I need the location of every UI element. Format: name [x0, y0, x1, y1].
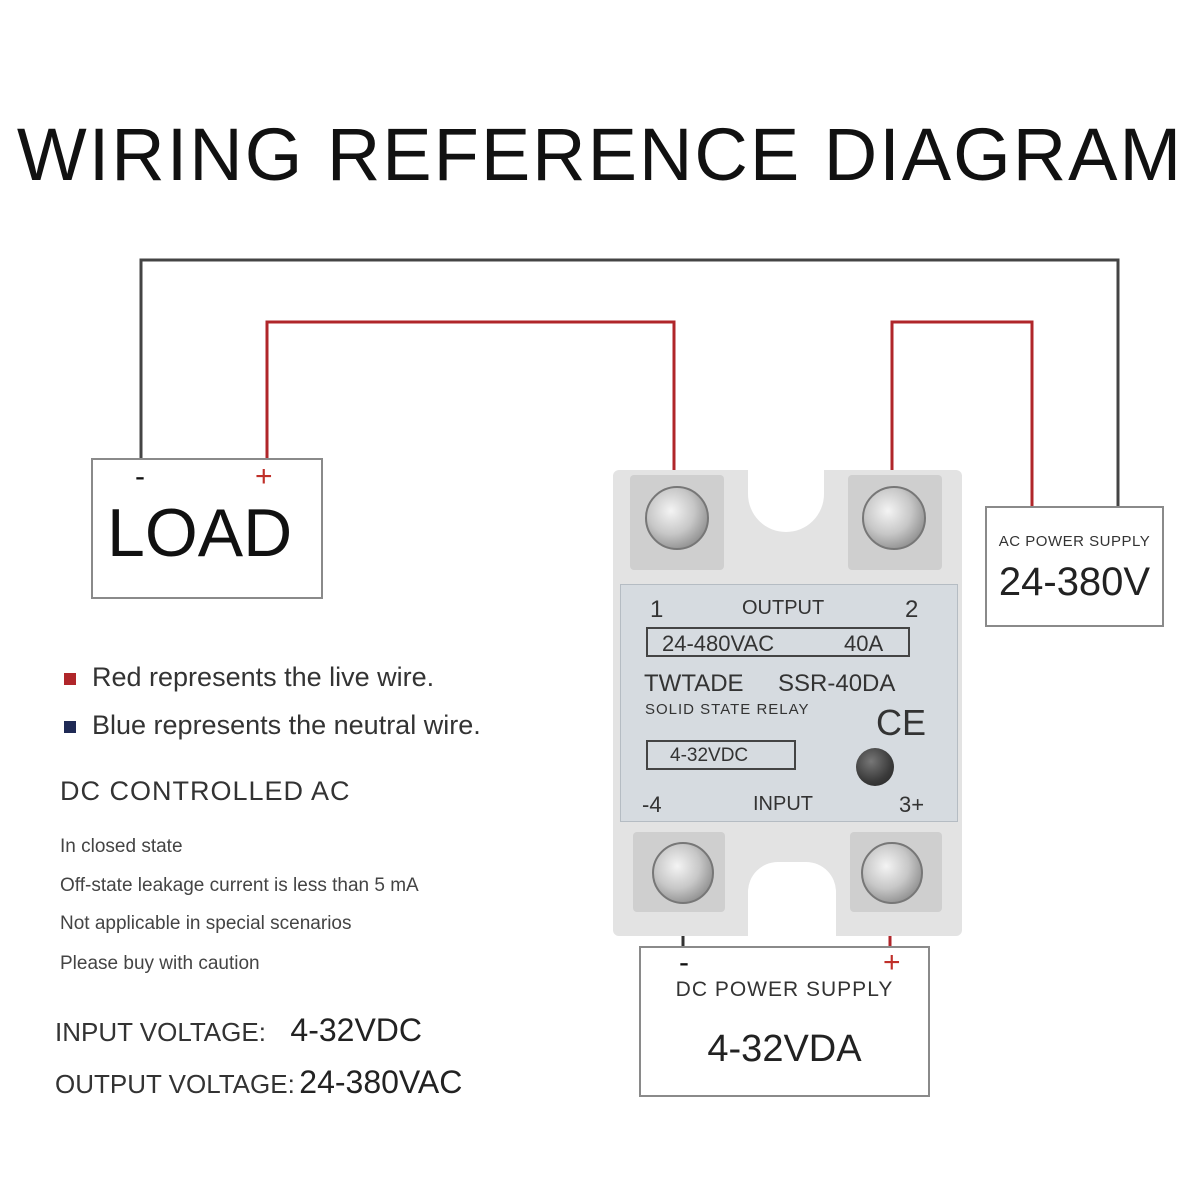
indicator-led	[856, 748, 894, 786]
screw-icon	[861, 842, 923, 904]
rating-voltage: 24-480VAC	[662, 631, 775, 656]
legend-live-text: Red represents the live wire.	[92, 662, 435, 692]
legend-item-neutral: Blue represents the neutral wire.	[64, 710, 481, 741]
relay-label-plate	[620, 584, 958, 822]
dc-power-supply-box: - + DC POWER SUPPLY 4-32VDA	[639, 946, 930, 1097]
note-item: Not applicable in special scenarios	[60, 913, 352, 934]
relay-top-notch	[748, 470, 824, 532]
blue-square-icon	[64, 720, 76, 733]
dc-plus-sign: +	[883, 946, 901, 979]
ce-mark: CE	[876, 702, 927, 743]
rating-current: 40A	[844, 631, 884, 656]
screw-icon	[862, 486, 926, 550]
neutral-wire-load-to-ac	[139, 258, 1120, 508]
input-voltage-spec: INPUT VOLTAGE: 4-32VDC	[55, 1012, 422, 1049]
relay-type: SOLID STATE RELAY	[645, 701, 810, 718]
red-square-icon	[64, 672, 76, 685]
diagram-title: WIRING REFERENCE DIAGRAM	[16, 113, 1184, 196]
input-label: INPUT	[753, 793, 813, 815]
rating-frame: 24-480VAC 40A	[646, 627, 910, 657]
dc-supply-label: DC POWER SUPPLY	[675, 978, 894, 1001]
terminal-1-number: 1	[650, 596, 664, 623]
load-minus-sign: -	[135, 460, 145, 493]
output-voltage-value: 24-380VAC	[299, 1064, 463, 1100]
terminal-2-number: 2	[905, 596, 919, 623]
output-label: OUTPUT	[742, 597, 825, 619]
mode-heading: DC CONTROLLED AC	[60, 776, 351, 806]
terminal-4-label: -4	[642, 792, 662, 817]
load-box: - + LOAD	[91, 458, 323, 599]
ac-supply-value: 24-380V	[998, 560, 1151, 604]
terminal-3-label: 3+	[899, 792, 925, 817]
note-item: Please buy with caution	[60, 953, 260, 974]
ac-supply-label: AC POWER SUPPLY	[998, 533, 1151, 550]
output-voltage-spec: OUTPUT VOLTAGE: 24-380VAC	[55, 1064, 462, 1101]
legend-item-live: Red represents the live wire.	[64, 662, 434, 693]
legend-neutral-text: Blue represents the neutral wire.	[92, 710, 481, 740]
input-rating-frame: 4-32VDC	[646, 740, 796, 770]
relay-brand: TWTADE	[644, 670, 744, 697]
input-rating: 4-32VDC	[670, 745, 749, 766]
relay-model: SSR-40DA	[778, 670, 896, 697]
dc-minus-sign: -	[679, 946, 689, 979]
output-voltage-label: OUTPUT VOLTAGE:	[55, 1069, 295, 1099]
dc-supply-value: 4-32VDA	[707, 1028, 862, 1070]
screw-icon	[652, 842, 714, 904]
relay-bottom-notch	[748, 862, 836, 936]
live-wire-load-to-terminal-1	[265, 320, 676, 512]
ac-power-supply-box: AC POWER SUPPLY 24-380V	[985, 506, 1164, 627]
live-wire-terminal-2-to-ac	[890, 320, 1034, 512]
load-label: LOAD	[107, 495, 293, 571]
input-voltage-value: 4-32VDC	[290, 1012, 422, 1048]
screw-icon	[645, 486, 709, 550]
note-item: Off-state leakage current is less than 5…	[60, 875, 419, 896]
note-item: In closed state	[60, 836, 183, 857]
load-plus-sign: +	[255, 460, 273, 493]
input-voltage-label: INPUT VOLTAGE:	[55, 1017, 266, 1047]
